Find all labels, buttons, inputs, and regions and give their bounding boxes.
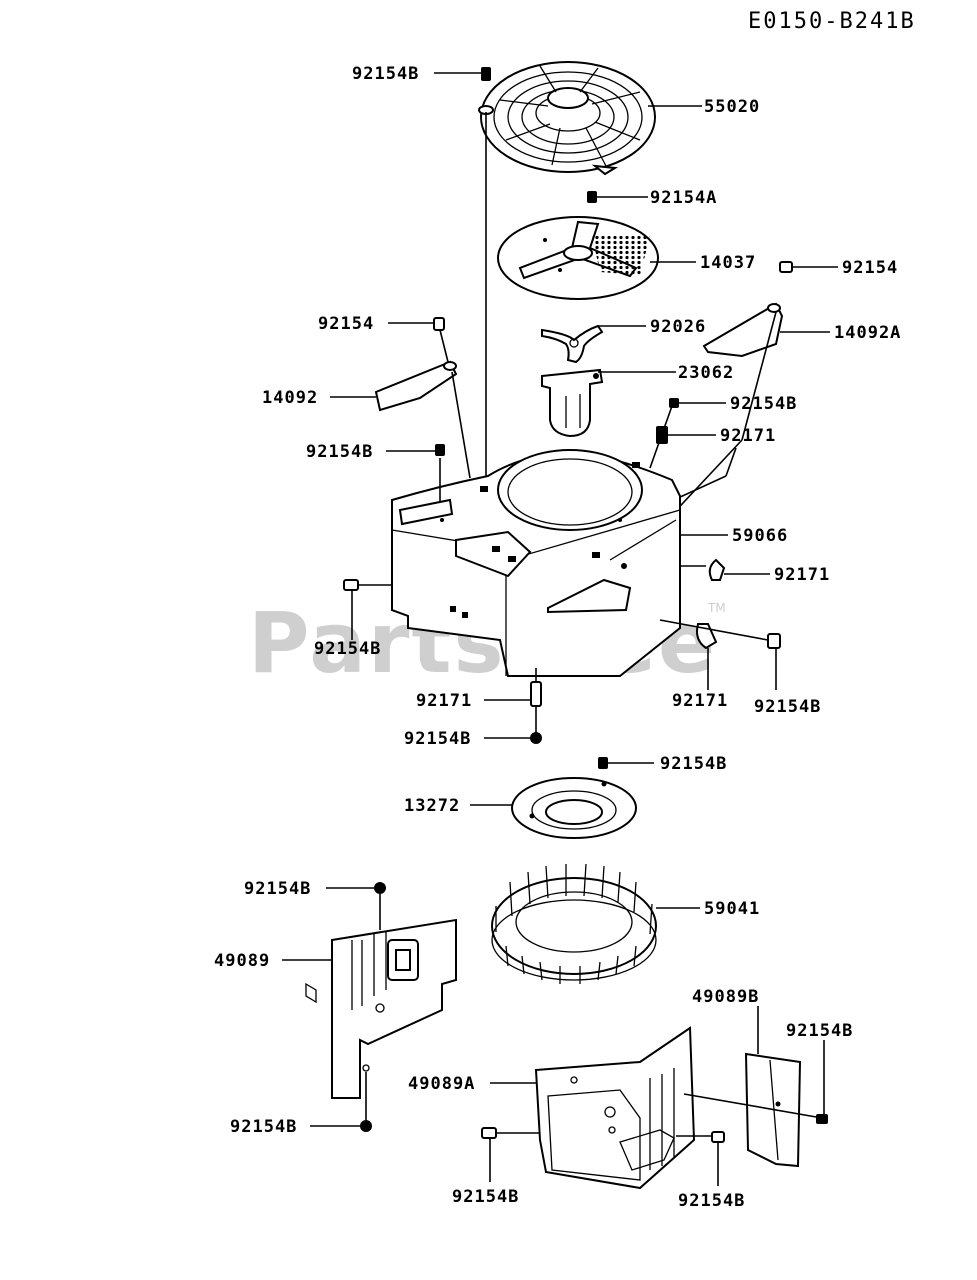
label-13272: 13272 bbox=[404, 796, 460, 816]
label-92154B-center: 92154B bbox=[404, 729, 471, 749]
label-92154B-bottom-2: 92154B bbox=[678, 1191, 745, 1211]
bolt-92154A[interactable] bbox=[587, 191, 597, 203]
label-55020: 55020 bbox=[704, 97, 760, 117]
label-92171-center: 92171 bbox=[416, 691, 472, 711]
watermark-trademark: TM bbox=[707, 601, 726, 615]
label-92154-right: 92154 bbox=[842, 258, 898, 278]
label-92154B-left-3: 92154B bbox=[244, 879, 311, 899]
label-92171-right-1: 92171 bbox=[720, 426, 776, 446]
diagram-code: E0150-B241B bbox=[748, 9, 916, 34]
label-92154A: 92154A bbox=[650, 188, 717, 208]
part-labels: 92154B 55020 92154A 14037 92154 14092A 9… bbox=[214, 64, 901, 1211]
part-14092-plate[interactable] bbox=[374, 360, 458, 412]
bolt-92154B-bottom-1[interactable] bbox=[481, 1127, 497, 1139]
label-49089B: 49089B bbox=[692, 987, 759, 1007]
label-92154B-left-2: 92154B bbox=[314, 639, 381, 659]
label-14092: 14092 bbox=[262, 388, 318, 408]
label-59041: 59041 bbox=[704, 899, 760, 919]
bolt-92154B-right-4[interactable] bbox=[816, 1114, 828, 1124]
bolt-92154B-right-1[interactable] bbox=[669, 398, 679, 408]
label-92154B-top: 92154B bbox=[352, 64, 419, 84]
label-92154B-left-4: 92154B bbox=[230, 1117, 297, 1137]
part-14092A-plate[interactable] bbox=[702, 302, 784, 358]
bolt-92154B-left-3[interactable] bbox=[374, 882, 386, 894]
label-92154-left: 92154 bbox=[318, 314, 374, 334]
label-23062: 23062 bbox=[678, 363, 734, 383]
bolt-92154-left[interactable] bbox=[433, 317, 445, 331]
clip-92171-center[interactable] bbox=[530, 681, 542, 707]
part-13272-plate[interactable] bbox=[511, 777, 637, 839]
part-49089-shroud[interactable] bbox=[305, 918, 457, 1099]
part-49089A-shroud[interactable] bbox=[534, 1026, 696, 1190]
part-14037-fan-disc[interactable] bbox=[497, 216, 659, 300]
label-92154B-right-1: 92154B bbox=[730, 394, 797, 414]
bolt-92154B-left-1[interactable] bbox=[435, 444, 445, 456]
part-55020-screen[interactable] bbox=[480, 61, 656, 176]
label-92154B-right-2: 92154B bbox=[754, 697, 821, 717]
part-59066-blower-housing[interactable] bbox=[391, 449, 681, 677]
bolt-92154-right[interactable] bbox=[779, 261, 793, 273]
bolt-92154B-left-2[interactable] bbox=[343, 579, 359, 591]
part-23062-bracket[interactable] bbox=[541, 368, 604, 438]
bolt-92154B-bottom-2[interactable] bbox=[711, 1131, 725, 1143]
part-92026-plate[interactable] bbox=[541, 324, 604, 364]
label-49089A: 49089A bbox=[408, 1074, 475, 1094]
label-14037: 14037 bbox=[700, 253, 756, 273]
bolt-92154B-center[interactable] bbox=[530, 732, 542, 744]
bolt-92154B-right-3[interactable] bbox=[598, 757, 608, 769]
label-59066: 59066 bbox=[732, 526, 788, 546]
label-92171-right-3: 92171 bbox=[672, 691, 728, 711]
label-92026: 92026 bbox=[650, 317, 706, 337]
label-92171-right-2: 92171 bbox=[774, 565, 830, 585]
clip-92171-right-3[interactable] bbox=[696, 623, 718, 650]
bolt-92154B-right-2[interactable] bbox=[767, 633, 781, 649]
bolt-92154B-left-4[interactable] bbox=[360, 1120, 372, 1132]
label-92154B-bottom-1: 92154B bbox=[452, 1187, 519, 1207]
part-59041-flywheel-fan[interactable] bbox=[491, 863, 657, 984]
label-14092A: 14092A bbox=[834, 323, 901, 343]
label-92154B-left-1: 92154B bbox=[306, 442, 373, 462]
clip-92171-right-2[interactable] bbox=[708, 558, 726, 581]
label-92154B-right-4: 92154B bbox=[786, 1021, 853, 1041]
leader-lines bbox=[282, 72, 838, 1127]
label-49089: 49089 bbox=[214, 951, 270, 971]
label-92154B-right-3: 92154B bbox=[660, 754, 727, 774]
